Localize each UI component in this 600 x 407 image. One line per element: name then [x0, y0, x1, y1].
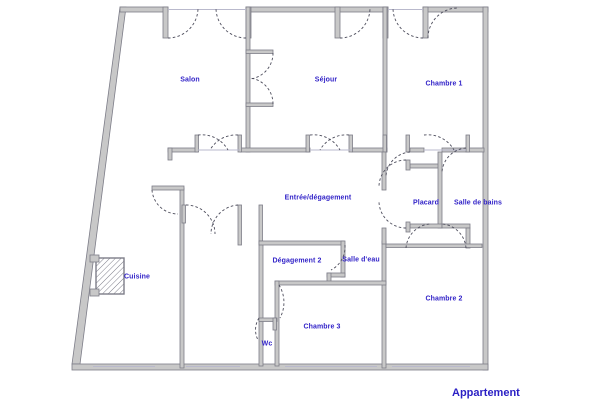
- chimney-jamb-top: [89, 254, 100, 263]
- page-title: Appartement: [452, 387, 520, 399]
- interior-wall-sdb-jamb-r: [465, 227, 471, 249]
- interior-wall-degagement-left: [181, 204, 186, 224]
- door-arcs-group: [151, 7, 467, 341]
- exterior-wall-right: [482, 6, 489, 371]
- interior-wall-hall-b: [258, 204, 263, 246]
- door-arc-sejour-entree-l: [309, 134, 341, 151]
- wall-jamb-mid-2: [237, 134, 242, 153]
- wall-jamb-mid-6: [405, 134, 410, 153]
- interior-wall-sejour-chambre1: [382, 6, 388, 153]
- interior-wall-placard-jamb-left: [405, 159, 411, 171]
- interior-wall-degagement2-top: [258, 240, 264, 367]
- interior-wall-hall-a: [237, 204, 242, 246]
- door-arc-kitchen: [151, 189, 179, 215]
- interior-wall-top-row-b: [239, 147, 311, 153]
- door-frame-salon-sejour-bottom: [245, 102, 274, 107]
- door-arc-salon-window-l: [167, 7, 199, 39]
- door-arc-chambre3: [278, 284, 285, 319]
- door-arc-deg2-r: [210, 204, 239, 235]
- wall-jamb-mid-3: [305, 134, 310, 153]
- wall-jamb-mid-7: [465, 134, 470, 153]
- exterior-wall-top-a: [119, 6, 169, 13]
- windows-group: [93, 8, 470, 368]
- chimney-hatched-block: [95, 257, 125, 295]
- wall-jamb-mid-1: [194, 134, 199, 153]
- walls-group: [71, 6, 489, 371]
- wall-jamb-mid-5: [382, 134, 387, 153]
- wall-jamb-top-1: [162, 6, 169, 39]
- interior-wall-chambre2-upper-b: [381, 227, 387, 245]
- door-arc-deg2-l: [185, 204, 216, 235]
- interior-wall-top-row-c: [351, 147, 388, 153]
- interior-wall-kitchen-top: [151, 185, 185, 191]
- exterior-wall-left-slanted: [71, 6, 127, 365]
- interior-wall-placard-bottom: [409, 223, 443, 229]
- interior-wall-placard-top: [409, 163, 443, 169]
- door-arc-salledeau: [330, 244, 346, 271]
- door-arc-salon-sejour-bottom: [249, 77, 274, 105]
- interior-wall-placard-sdb-divider: [437, 151, 443, 229]
- interior-wall-wc-left-stub: [258, 317, 278, 322]
- interior-wall-salon-sejour: [245, 6, 251, 153]
- exterior-wall-top-b: [245, 6, 389, 13]
- exterior-wall-bottom: [71, 363, 489, 371]
- interior-wall-sdb-bottom: [441, 223, 471, 229]
- interior-wall-chambre3-top: [274, 280, 387, 286]
- door-arc-placard-top: [378, 159, 407, 187]
- kitchen-duct-group: [89, 254, 125, 297]
- door-frame-salon-sejour-top: [245, 49, 274, 54]
- door-arc-chambre1-window: [427, 7, 459, 39]
- wall-jamb-top-5: [422, 6, 429, 39]
- interior-wall-top-row: [167, 147, 199, 153]
- wall-jamb-top-3: [334, 6, 341, 39]
- door-arc-salon-sejour-top: [249, 52, 274, 80]
- interior-wall-chambre2-left: [381, 240, 387, 369]
- door-arc-sejour-window-r: [392, 7, 424, 39]
- chimney-jamb-bottom: [89, 288, 100, 297]
- interior-wall-wc-jamb: [272, 317, 277, 331]
- interior-wall-top-row-d: [409, 147, 425, 153]
- door-arc-salon-window-r: [215, 7, 247, 39]
- door-arc-salon-entree-l: [197, 134, 229, 151]
- interior-wall-chambre2-top: [385, 243, 483, 248]
- door-arc-sejour-window-l: [339, 7, 371, 39]
- wall-jamb-mid-4: [348, 134, 353, 153]
- door-arc-salon-entree-r: [209, 134, 239, 151]
- door-arc-placard-bottom: [378, 201, 407, 229]
- interior-wall-salon-lower: [167, 147, 173, 161]
- interior-wall-entree-bottom: [258, 240, 345, 246]
- interior-wall-placard-jamb-left-b: [405, 221, 411, 233]
- door-arc-wc: [255, 317, 260, 341]
